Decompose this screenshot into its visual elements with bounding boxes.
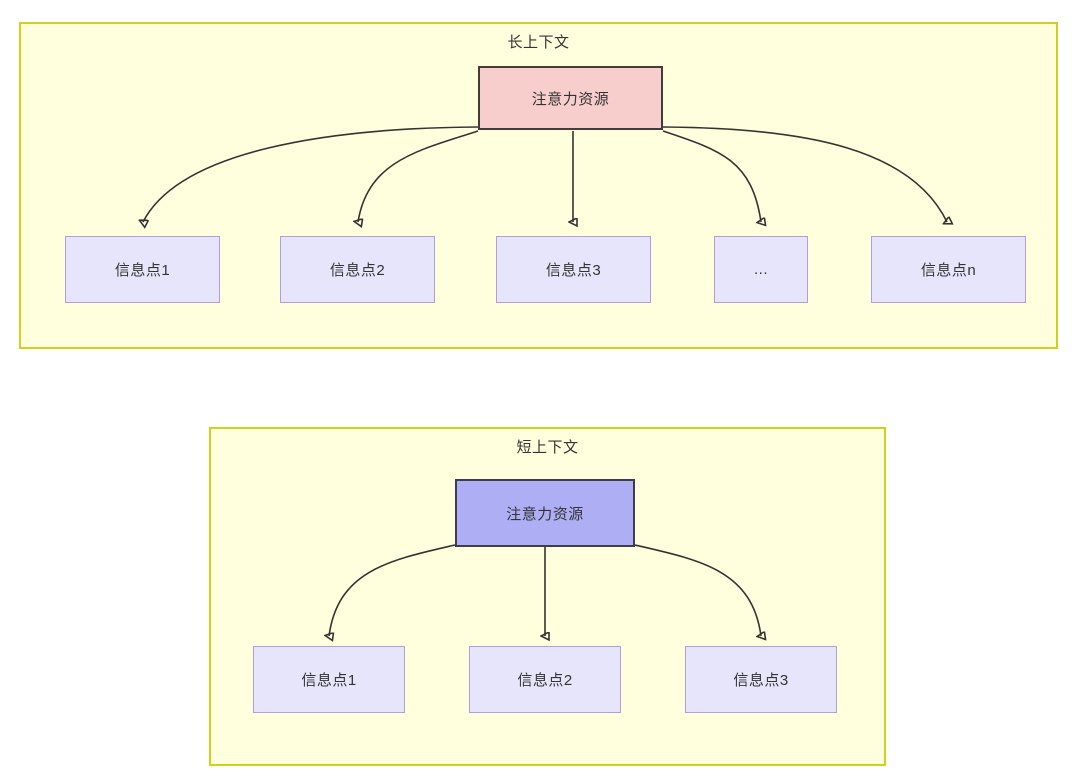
node-info-point-long-n[interactable]: 信息点n [871,236,1026,303]
group-short-context: 短上下文 [209,427,886,766]
node-info-point-long-3-label: 信息点3 [545,262,602,279]
group-short-context-title: 短上下文 [516,439,579,456]
node-info-point-short-3[interactable]: 信息点3 [685,646,837,713]
node-attention-resource-short-label: 注意力资源 [506,505,584,523]
node-info-point-short-1-label: 信息点1 [301,672,357,689]
node-info-point-short-3-label: 信息点3 [733,672,789,689]
node-attention-resource-short[interactable]: 注意力资源 [455,479,635,547]
node-info-point-long-1[interactable]: 信息点1 [65,236,220,303]
node-info-point-long-ellipsis-label: ... [753,261,768,278]
node-attention-resource-long-label: 注意力资源 [531,90,610,108]
node-attention-resource-long[interactable]: 注意力资源 [478,66,663,130]
node-info-point-long-n-label: 信息点n [920,262,977,279]
node-info-point-short-1[interactable]: 信息点1 [253,646,405,713]
node-info-point-long-2[interactable]: 信息点2 [280,236,435,303]
group-long-context-title: 长上下文 [507,34,570,51]
node-info-point-long-1-label: 信息点1 [114,262,171,279]
node-info-point-long-ellipsis[interactable]: ... [714,236,808,303]
node-info-point-short-2[interactable]: 信息点2 [469,646,621,713]
node-info-point-short-2-label: 信息点2 [517,672,573,689]
node-info-point-long-2-label: 信息点2 [329,262,386,279]
node-info-point-long-3[interactable]: 信息点3 [496,236,651,303]
